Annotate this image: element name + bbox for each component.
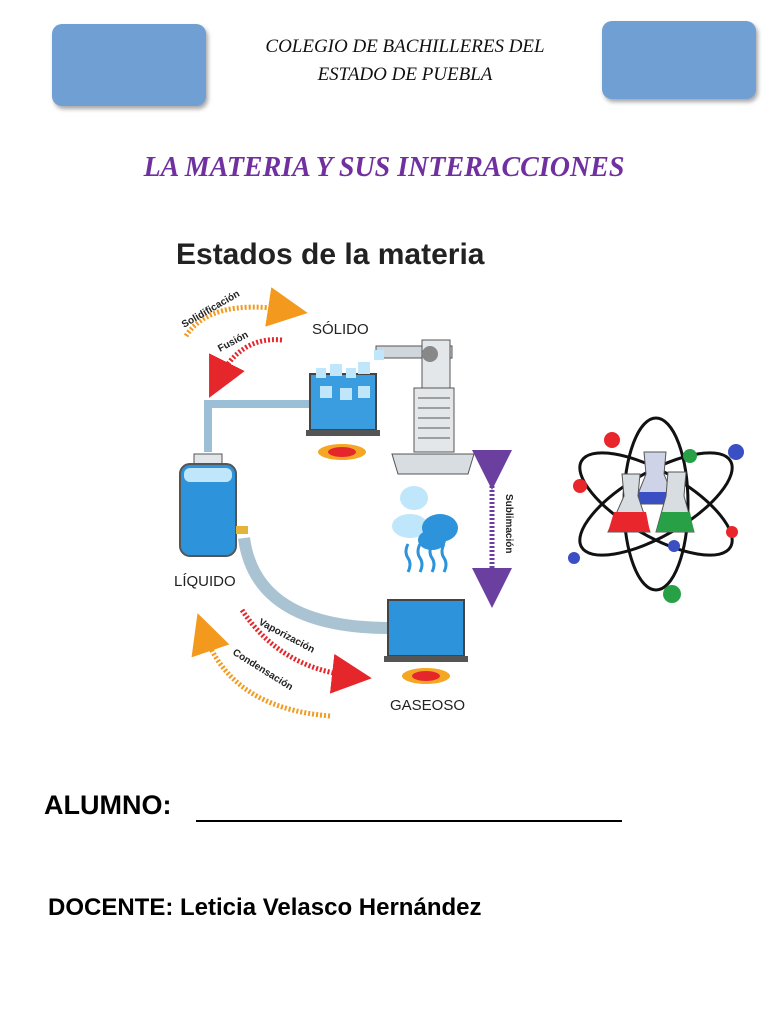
docente-line: DOCENTE: Leticia Velasco Hernández [48,894,481,922]
header-right-box [602,21,756,99]
fusion-arrow [209,337,283,398]
school-name-line2: ESTADO DE PUEBLA [317,64,493,85]
solidification-arrow [183,287,308,338]
school-name-line1: COLEGIO DE BACHILLERES DEL [265,36,545,57]
diagram-heading: Estados de la materia [176,238,485,271]
fusion-label: Fusión [216,330,250,355]
flask-icon [607,451,695,533]
top-pipe [204,400,310,452]
alumno-label: ALUMNO: [44,790,172,820]
solidification-label: Solidificación [180,289,242,331]
sublimation-label: Sublimación [503,494,514,553]
docente-label: DOCENTE: [48,894,174,921]
bottom-pipe [238,537,391,634]
gas-burner-flame-icon [402,668,450,684]
gas-beaker-icon [384,543,468,662]
docente-name: Leticia Velasco Hernández [180,894,482,921]
water-tank-icon [179,453,248,557]
cloud-icon [392,486,458,550]
alumno-name-line[interactable] [196,820,622,822]
atom-flasks-icon [568,416,744,603]
document-title: LA MATERIA Y SUS INTERACCIONES [143,152,625,183]
states-of-matter-diagram: Estados de la materia Solidificación Fus… [174,238,514,719]
liquid-state-label: LÍQUIDO [174,573,236,590]
ice-beaker-icon [306,362,380,436]
gas-state-label: GASEOSO [390,697,465,714]
vaporization-arrow [239,608,372,694]
vaporization-label: Vaporización [257,617,317,656]
header-left-box [52,24,206,106]
solid-state-label: SÓLIDO [312,321,369,338]
burner-flame-icon [318,444,366,460]
ice-crusher-icon [374,339,475,475]
